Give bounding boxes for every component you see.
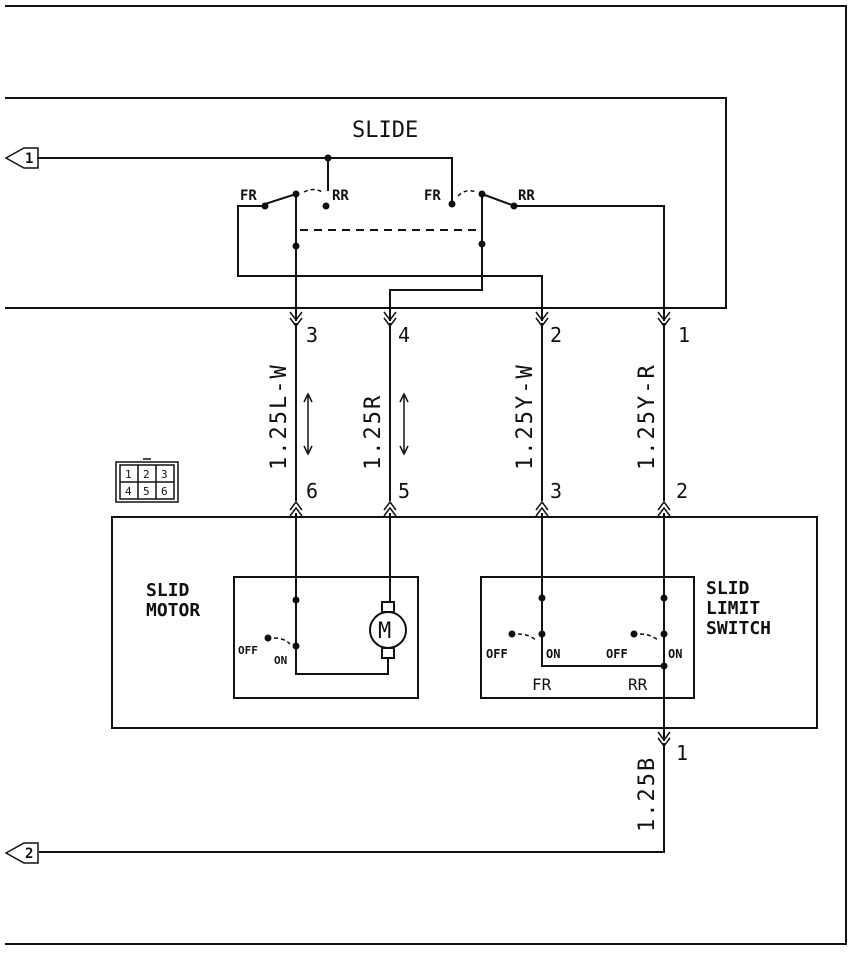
svg-text:SLID: SLID bbox=[146, 580, 190, 601]
svg-text:6: 6 bbox=[306, 479, 318, 503]
slid-limit-switch: SLID LIMIT SWITCH OFF ON OFF ON FR RR bbox=[480, 513, 771, 741]
svg-text:SLID: SLID bbox=[706, 578, 750, 599]
svg-text:LIMIT: LIMIT bbox=[706, 598, 760, 619]
svg-text:SWITCH: SWITCH bbox=[706, 618, 771, 639]
wire-label-1: 1.25L-W bbox=[267, 363, 292, 470]
ground-connector: 1 bbox=[657, 731, 688, 765]
svg-text:OFF: OFF bbox=[238, 644, 258, 657]
connector-pinout: 1 2 3 4 5 6 bbox=[115, 458, 179, 503]
svg-text:ON: ON bbox=[274, 654, 287, 667]
motor-symbol: M bbox=[378, 619, 391, 644]
left-switch: FR RR bbox=[237, 188, 483, 321]
svg-text:OFF: OFF bbox=[606, 647, 628, 661]
svg-text:2: 2 bbox=[676, 479, 688, 503]
svg-text:RR: RR bbox=[518, 188, 535, 204]
slid-motor: SLID MOTOR M OFF ON bbox=[146, 513, 419, 699]
lower-connector: 6 5 3 2 bbox=[289, 479, 688, 517]
svg-text:3: 3 bbox=[550, 479, 562, 503]
svg-text:2: 2 bbox=[25, 846, 33, 862]
svg-text:4: 4 bbox=[398, 323, 410, 347]
svg-text:1: 1 bbox=[676, 741, 688, 765]
svg-text:2: 2 bbox=[550, 323, 562, 347]
top-connector: 3 4 2 1 bbox=[289, 311, 690, 347]
svg-text:MOTOR: MOTOR bbox=[146, 600, 200, 621]
svg-text:5: 5 bbox=[398, 479, 410, 503]
outer-frame bbox=[5, 5, 847, 945]
svg-text:5: 5 bbox=[143, 485, 150, 498]
wire-label-3: 1.25Y-W bbox=[513, 363, 538, 470]
svg-text:ON: ON bbox=[668, 647, 682, 661]
svg-text:RR: RR bbox=[628, 675, 648, 694]
svg-text:ON: ON bbox=[546, 647, 560, 661]
svg-text:FR: FR bbox=[424, 188, 441, 204]
switch-block-title: SLIDE bbox=[352, 118, 418, 143]
svg-text:4: 4 bbox=[125, 485, 132, 498]
wire-label-ground: 1.25B bbox=[635, 756, 660, 832]
svg-text:1: 1 bbox=[25, 151, 33, 167]
travel-arrow-right bbox=[399, 392, 409, 456]
svg-text:FR: FR bbox=[532, 675, 552, 694]
right-switch: FR RR bbox=[389, 188, 665, 321]
component-box bbox=[111, 516, 818, 729]
svg-text:RR: RR bbox=[332, 188, 349, 204]
wire-label-2: 1.25R bbox=[361, 394, 386, 470]
svg-text:FR: FR bbox=[240, 188, 257, 204]
wire-label-4: 1.25Y-R bbox=[635, 363, 660, 470]
svg-text:OFF: OFF bbox=[486, 647, 508, 661]
svg-text:3: 3 bbox=[161, 468, 168, 481]
travel-arrow-left bbox=[303, 392, 313, 456]
svg-text:2: 2 bbox=[143, 468, 150, 481]
offpage-ref-2: 2 bbox=[4, 842, 39, 864]
svg-text:6: 6 bbox=[161, 485, 168, 498]
offpage-ref-1: 1 bbox=[4, 147, 39, 169]
svg-text:1: 1 bbox=[678, 323, 690, 347]
svg-text:1: 1 bbox=[125, 468, 132, 481]
svg-text:3: 3 bbox=[306, 323, 318, 347]
switch-block-outline bbox=[5, 97, 727, 309]
